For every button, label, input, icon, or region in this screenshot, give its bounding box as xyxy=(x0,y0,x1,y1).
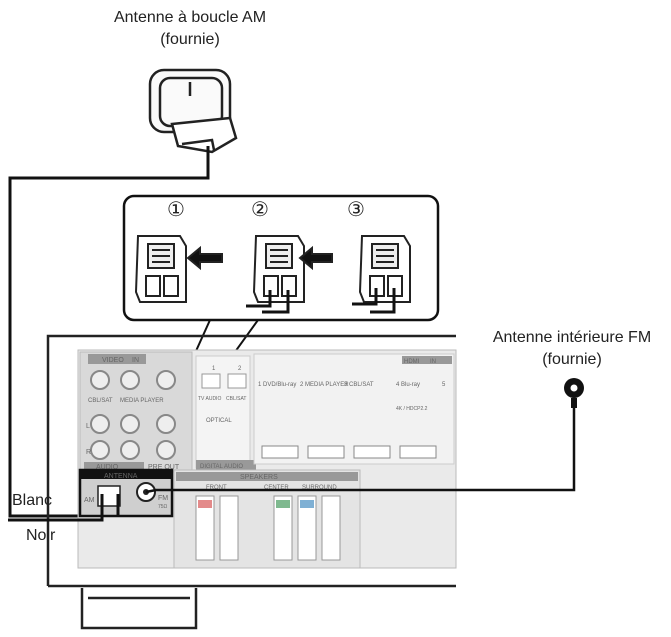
receiver-foot xyxy=(80,588,198,630)
surround-label: SURROUND xyxy=(302,485,337,491)
white-wire-label: Blanc xyxy=(12,492,53,509)
am-antenna-title: Antenne à boucle AM xyxy=(113,9,267,26)
hdmi-input-5: 5 xyxy=(442,382,446,388)
step-1-label: ① xyxy=(167,199,185,221)
video-cbl-label: CBL/SAT xyxy=(88,398,113,404)
hdcp-label: 4K / HDCP2.2 xyxy=(396,406,428,412)
left-channel-mark: L xyxy=(86,423,90,430)
black-wire-label: Noir xyxy=(26,527,56,544)
step-2-label: ② xyxy=(251,199,269,221)
fm-antenna-note: (fournie) xyxy=(542,351,602,368)
hdmi-in-badge: IN xyxy=(430,359,436,365)
digital-audio-label: DIGITAL AUDIO xyxy=(200,464,243,470)
step-3-label: ③ xyxy=(347,199,365,221)
optical-num-1: 1 xyxy=(212,366,216,372)
video-in-label: VIDEO xyxy=(102,357,124,364)
hdmi-label: HDMI xyxy=(404,359,420,365)
am-terminal-label: AM xyxy=(84,497,95,504)
pre-out-label: PRE OUT xyxy=(148,464,180,471)
antenna-label: ANTENNA xyxy=(104,473,138,480)
receiver-outline xyxy=(46,334,456,588)
fm-antenna-icon xyxy=(564,378,584,408)
optical-num-2: 2 xyxy=(238,366,242,372)
audio-label: AUDIO xyxy=(96,464,119,471)
am-wire xyxy=(8,146,210,518)
terminal-step-1 xyxy=(134,235,223,303)
right-channel-mark: R xyxy=(86,449,91,456)
fm-wire xyxy=(145,400,576,494)
video-media-label: MEDIA PLAYER xyxy=(120,398,164,404)
speakers-label: SPEAKERS xyxy=(240,474,278,481)
fm-terminal-label: FM xyxy=(158,495,168,502)
center-label: CENTER xyxy=(264,485,289,491)
fm-antenna-title: Antenne intérieure FM xyxy=(492,329,652,346)
hdmi-input-4: 4 Blu-ray xyxy=(396,382,420,388)
speaker-terminals xyxy=(195,495,341,561)
tv-audio-label: TV AUDIO xyxy=(198,396,221,402)
am-loop-antenna-icon xyxy=(148,68,238,154)
terminal-step-2 xyxy=(246,235,333,314)
fm-impedance-label: 75Ω xyxy=(158,504,168,510)
terminal-step-3 xyxy=(352,235,411,314)
am-antenna-note: (fournie) xyxy=(160,31,220,48)
hdmi-input-2: 2 MEDIA PLAYER xyxy=(300,382,349,388)
front-label: FRONT xyxy=(206,485,227,491)
hdmi-input-3: 3 CBL/SAT xyxy=(344,382,374,388)
hdmi-input-1: 1 DVD/Blu-ray xyxy=(258,382,296,388)
optical-cbl-label: CBL/SAT xyxy=(226,396,246,402)
optical-label: OPTICAL xyxy=(206,418,232,424)
video-in-badge: IN xyxy=(132,357,139,364)
